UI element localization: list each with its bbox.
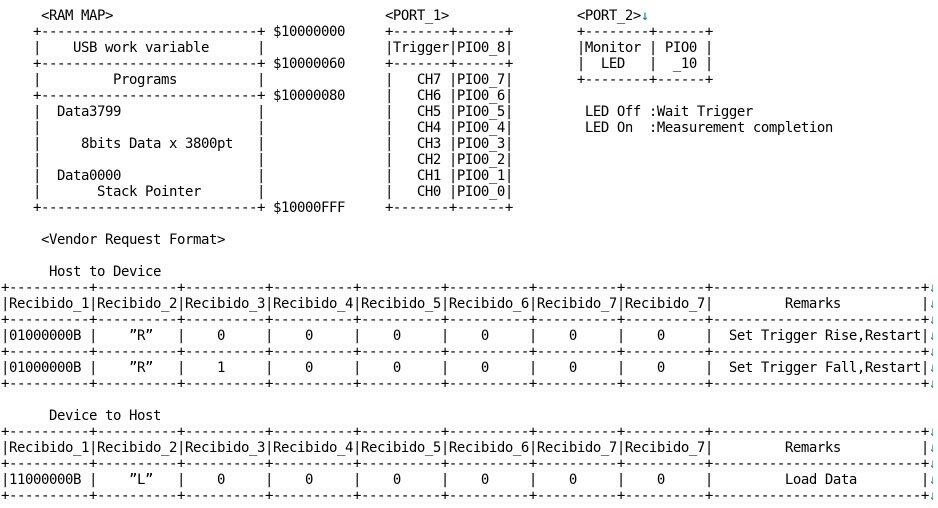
text-line: +----------+----------+----------+------…: [1, 488, 938, 504]
text-line-content: +----------+----------+----------+------…: [1, 456, 929, 472]
text-line: | Programs | | CH7 |PIO0_7| +--------+--…: [1, 72, 938, 88]
text-line-content: | Data0000 | | CH1 |PIO0_1|: [1, 168, 513, 184]
eol-marker-icon: ↓: [929, 488, 933, 504]
eol-marker-icon: ↓: [929, 376, 933, 392]
eol-marker-icon: ↓: [929, 296, 933, 312]
text-line: +---------------------------+ $10000080 …: [1, 88, 938, 104]
text-line-content: | Data3799 | | CH5 |PIO0_5| LED Off :Wai…: [1, 104, 753, 120]
eol-marker-icon: ↓: [640, 8, 649, 24]
text-line-content: +----------+----------+----------+------…: [1, 424, 929, 440]
text-line: +---------------------------+ $10000FFF …: [1, 200, 938, 216]
text-line: | Stack Pointer | | CH0 |PIO0_0|: [1, 184, 938, 200]
text-line-content: +----------+----------+----------+------…: [1, 376, 929, 392]
text-line: Host to Device: [1, 264, 938, 280]
text-line-content: |01000000B | ”R” | 1 | 0 | 0 | 0 | 0 | 0…: [1, 360, 929, 376]
text-line: +----------+----------+----------+------…: [1, 312, 938, 328]
text-line-content: +----------+----------+----------+------…: [1, 312, 929, 328]
text-line: | Data0000 | | CH1 |PIO0_1|: [1, 168, 938, 184]
text-line: +----------+----------+----------+------…: [1, 280, 938, 296]
text-line-content: | Stack Pointer | | CH0 |PIO0_0|: [1, 184, 513, 200]
eol-marker-icon: ↓: [929, 344, 933, 360]
eol-marker-icon: ↓: [929, 456, 933, 472]
text-line-content: | Programs | | CH7 |PIO0_7| +--------+--…: [1, 72, 713, 88]
text-line: +----------+----------+----------+------…: [1, 424, 938, 440]
text-line: |01000000B | ”R” | 0 | 0 | 0 | 0 | 0 | 0…: [1, 328, 938, 344]
text-line: Device to Host: [1, 408, 938, 424]
text-line-content: Device to Host: [1, 408, 161, 424]
text-line-content: +----------+----------+----------+------…: [1, 344, 929, 360]
text-line: | Data3799 | | CH5 |PIO0_5| LED Off :Wai…: [1, 104, 938, 120]
text-line-content: | | | CH4 |PIO0_4| LED On :Measurement c…: [1, 120, 833, 136]
text-line-content: +---------------------------+ $10000FFF …: [1, 200, 513, 216]
text-line: | | | CH2 |PIO0_2|: [1, 152, 938, 168]
text-line-content: |01000000B | ”R” | 0 | 0 | 0 | 0 | 0 | 0…: [1, 328, 929, 344]
text-line: [1, 216, 938, 232]
eol-marker-icon: ↓: [929, 312, 933, 328]
text-line: +----------+----------+----------+------…: [1, 456, 938, 472]
text-line-content: <Vendor Request Format>: [1, 232, 225, 248]
text-line: <Vendor Request Format>: [1, 232, 938, 248]
text-line-content: <RAM MAP> <PORT_1> <PORT_2>: [1, 8, 641, 24]
text-line: +----------+----------+----------+------…: [1, 376, 938, 392]
text-line: [1, 392, 938, 408]
text-line: | 8bits Data x 3800pt | | CH3 |PIO0_3|: [1, 136, 938, 152]
eol-marker-icon: ↓: [929, 440, 933, 456]
text-line-content: +----------+----------+----------+------…: [1, 488, 929, 504]
text-line-content: +---------------------------+ $10000000 …: [1, 24, 713, 40]
text-line: +----------+----------+----------+------…: [1, 344, 938, 360]
text-line: +---------------------------+ $10000000 …: [1, 24, 938, 40]
text-line: <RAM MAP> <PORT_1> <PORT_2>↓: [1, 8, 938, 24]
text-line: | USB work variable | |Trigger|PIO0_8| |…: [1, 40, 938, 56]
text-line-content: |Recibido_1|Recibido_2|Recibido_3|Recibi…: [1, 296, 929, 312]
text-line-content: | | | CH2 |PIO0_2|: [1, 152, 513, 168]
text-line-content: |11000000B | ”L” | 0 | 0 | 0 | 0 | 0 | 0…: [1, 472, 929, 488]
text-line-content: +---------------------------+ $10000060 …: [1, 56, 713, 72]
eol-marker-icon: ↓: [929, 280, 933, 296]
text-line: +---------------------------+ $10000060 …: [1, 56, 938, 72]
text-line: |01000000B | ”R” | 1 | 0 | 0 | 0 | 0 | 0…: [1, 360, 938, 376]
eol-marker-icon: ↓: [929, 328, 933, 344]
text-line-content: Host to Device: [1, 264, 161, 280]
text-line: [1, 248, 938, 264]
text-line-content: | USB work variable | |Trigger|PIO0_8| |…: [1, 40, 713, 56]
text-line-content: | 8bits Data x 3800pt | | CH3 |PIO0_3|: [1, 136, 513, 152]
eol-marker-icon: ↓: [929, 472, 933, 488]
text-line: |Recibido_1|Recibido_2|Recibido_3|Recibi…: [1, 440, 938, 456]
text-line-content: |Recibido_1|Recibido_2|Recibido_3|Recibi…: [1, 440, 929, 456]
text-line: |11000000B | ”L” | 0 | 0 | 0 | 0 | 0 | 0…: [1, 472, 938, 488]
text-line-content: +----------+----------+----------+------…: [1, 280, 929, 296]
text-line-content: +---------------------------+ $10000080 …: [1, 88, 513, 104]
eol-marker-icon: ↓: [929, 360, 933, 376]
eol-marker-icon: ↓: [929, 424, 933, 440]
text-line: | | | CH4 |PIO0_4| LED On :Measurement c…: [1, 120, 938, 136]
text-line: |Recibido_1|Recibido_2|Recibido_3|Recibi…: [1, 296, 938, 312]
